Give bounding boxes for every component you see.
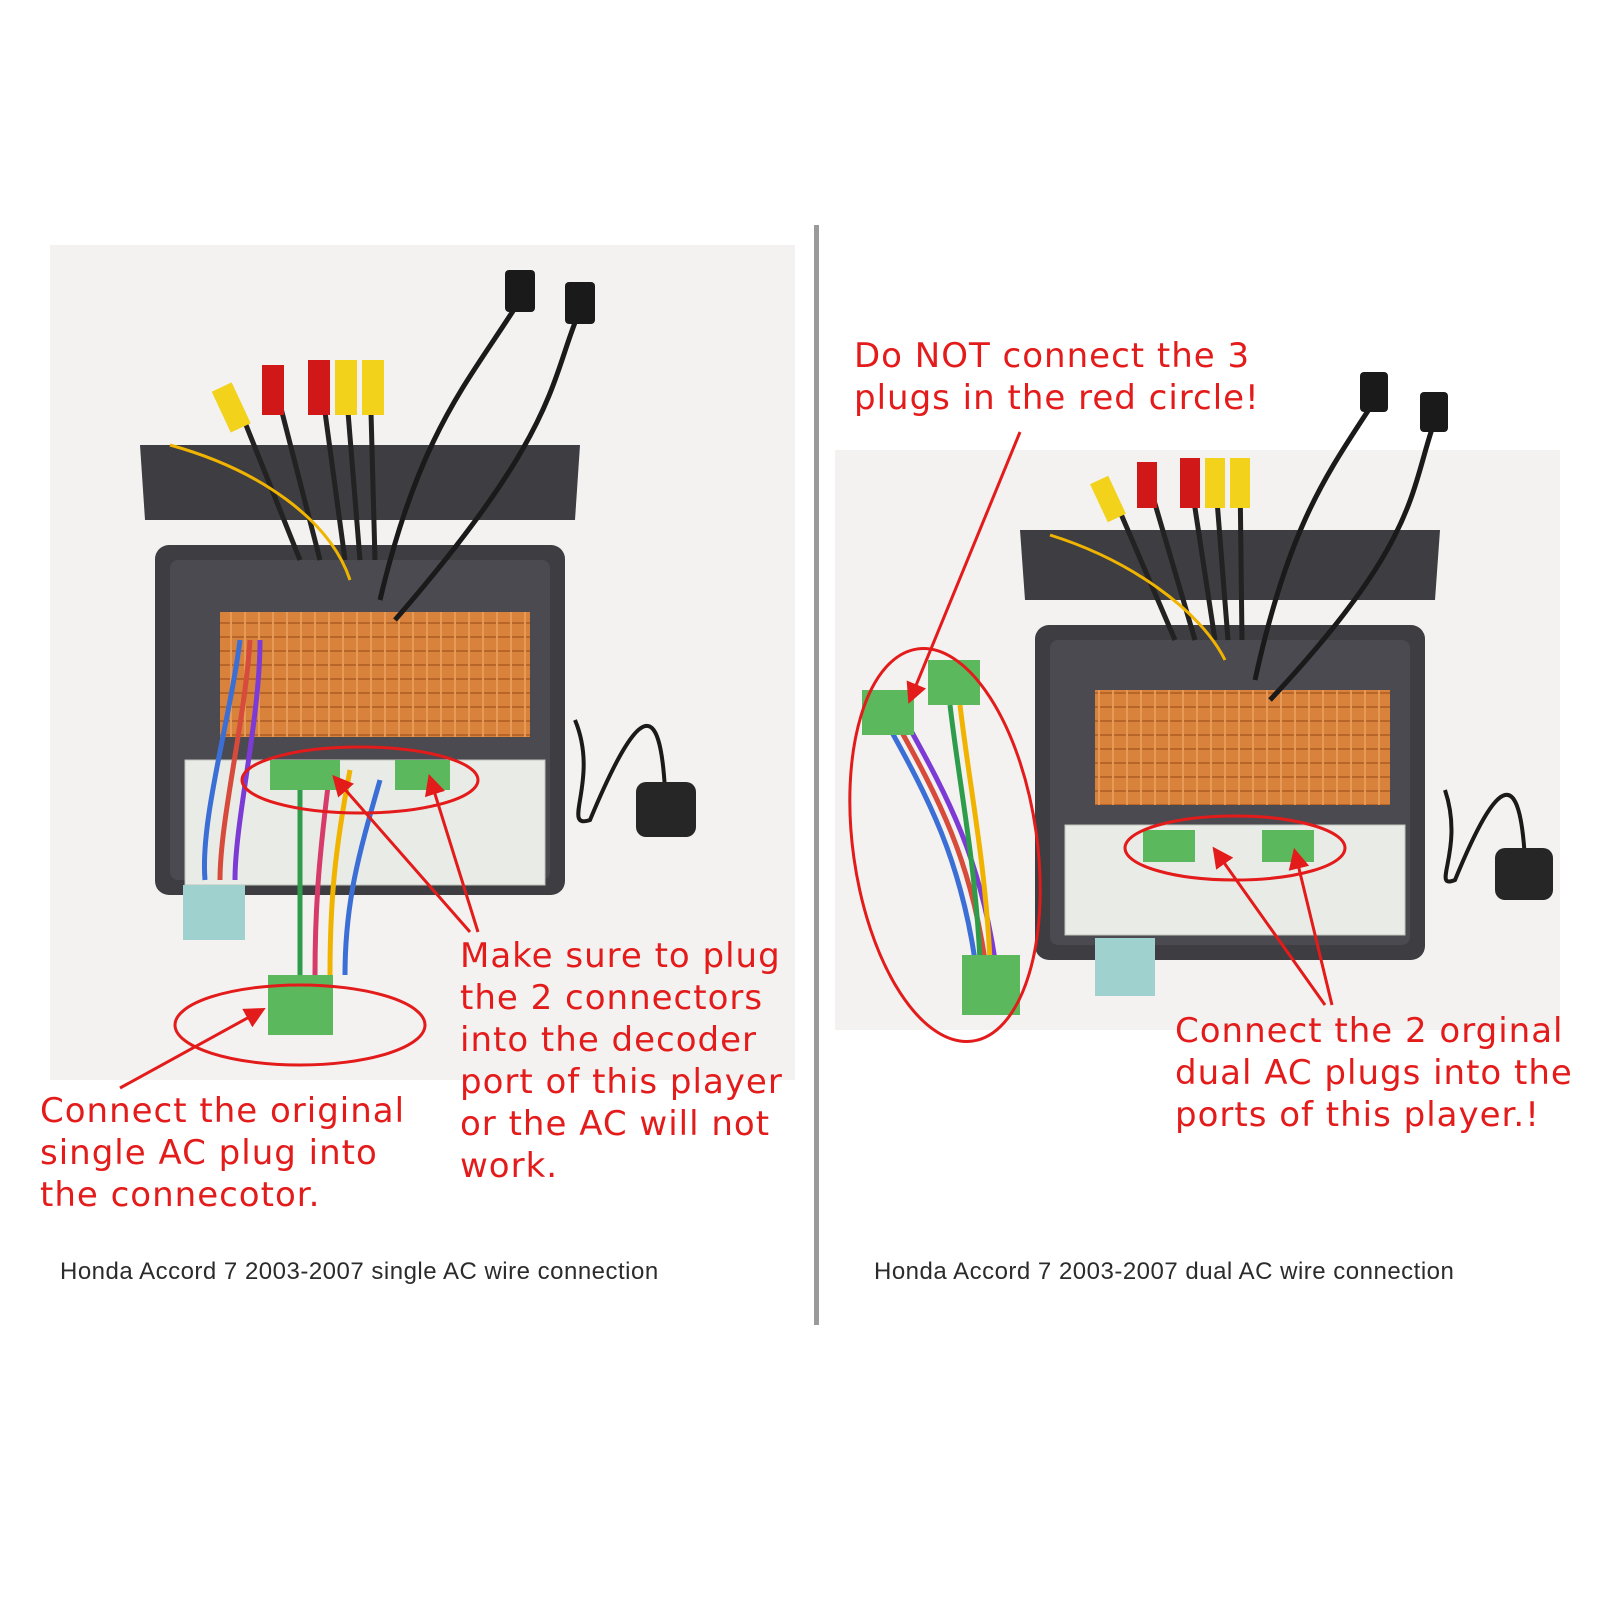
right-do-not-connect-circle — [848, 647, 1042, 1043]
right-port-a — [1143, 830, 1195, 862]
left-annotations — [119, 745, 480, 1090]
right-yellow-wire — [1049, 533, 1227, 661]
right-arrow-do-not-connect — [906, 431, 1022, 704]
right-arrow-port-a — [1212, 846, 1327, 1006]
left-decoder-connector-a — [270, 760, 340, 790]
right-port-b — [1262, 830, 1314, 862]
left-arrow-decoder-a — [332, 774, 472, 933]
right-rca-cables — [1090, 458, 1250, 641]
right-plug-b — [928, 660, 980, 705]
right-arrow-port-b — [1288, 847, 1334, 1006]
left-unit-top-bracket — [140, 445, 580, 520]
left-photo — [50, 245, 795, 1080]
right-caption: Honda Accord 7 2003-2007 dual AC wire co… — [874, 1258, 1455, 1285]
right-teal-connector — [1095, 938, 1155, 996]
left-arrow-decoder-b — [424, 773, 480, 933]
single-ac-plug-instruction: Connect the original single AC plug into… — [40, 1091, 406, 1215]
left-rca-cables — [211, 360, 384, 561]
right-gps-antenna — [1443, 789, 1553, 900]
left-decoder-connector-b — [395, 760, 450, 790]
left-caption: Honda Accord 7 2003-2007 single AC wire … — [60, 1258, 659, 1285]
left-wire-harness — [201, 639, 383, 976]
right-unit-top-bracket — [1020, 530, 1440, 600]
left-decoder-circle — [240, 745, 480, 815]
left-gps-antenna — [573, 719, 696, 837]
left-teal-connector — [183, 885, 245, 940]
left-arrow-single-plug — [119, 1007, 266, 1090]
right-plug-c — [962, 955, 1020, 1015]
left-yellow-wire — [169, 443, 352, 581]
panel-divider — [814, 225, 819, 1325]
decoder-port-instruction: Make sure to plug the 2 connectors into … — [460, 936, 783, 1186]
left-circuit-board — [220, 612, 530, 737]
right-usb-cables — [1252, 372, 1448, 702]
right-photo — [835, 372, 1560, 1030]
right-annotations — [848, 431, 1347, 1043]
left-usb-cables — [377, 270, 595, 622]
right-dual-ac-harness — [882, 704, 998, 961]
do-not-connect-warning: Do NOT connect the 3 plugs in the red ci… — [854, 336, 1260, 418]
left-single-plug-circle — [173, 983, 427, 1067]
right-plug-a — [862, 690, 914, 735]
dual-ac-plug-instruction: Connect the 2 orginal dual AC plugs into… — [1175, 1011, 1573, 1135]
right-circuit-board — [1095, 690, 1390, 805]
